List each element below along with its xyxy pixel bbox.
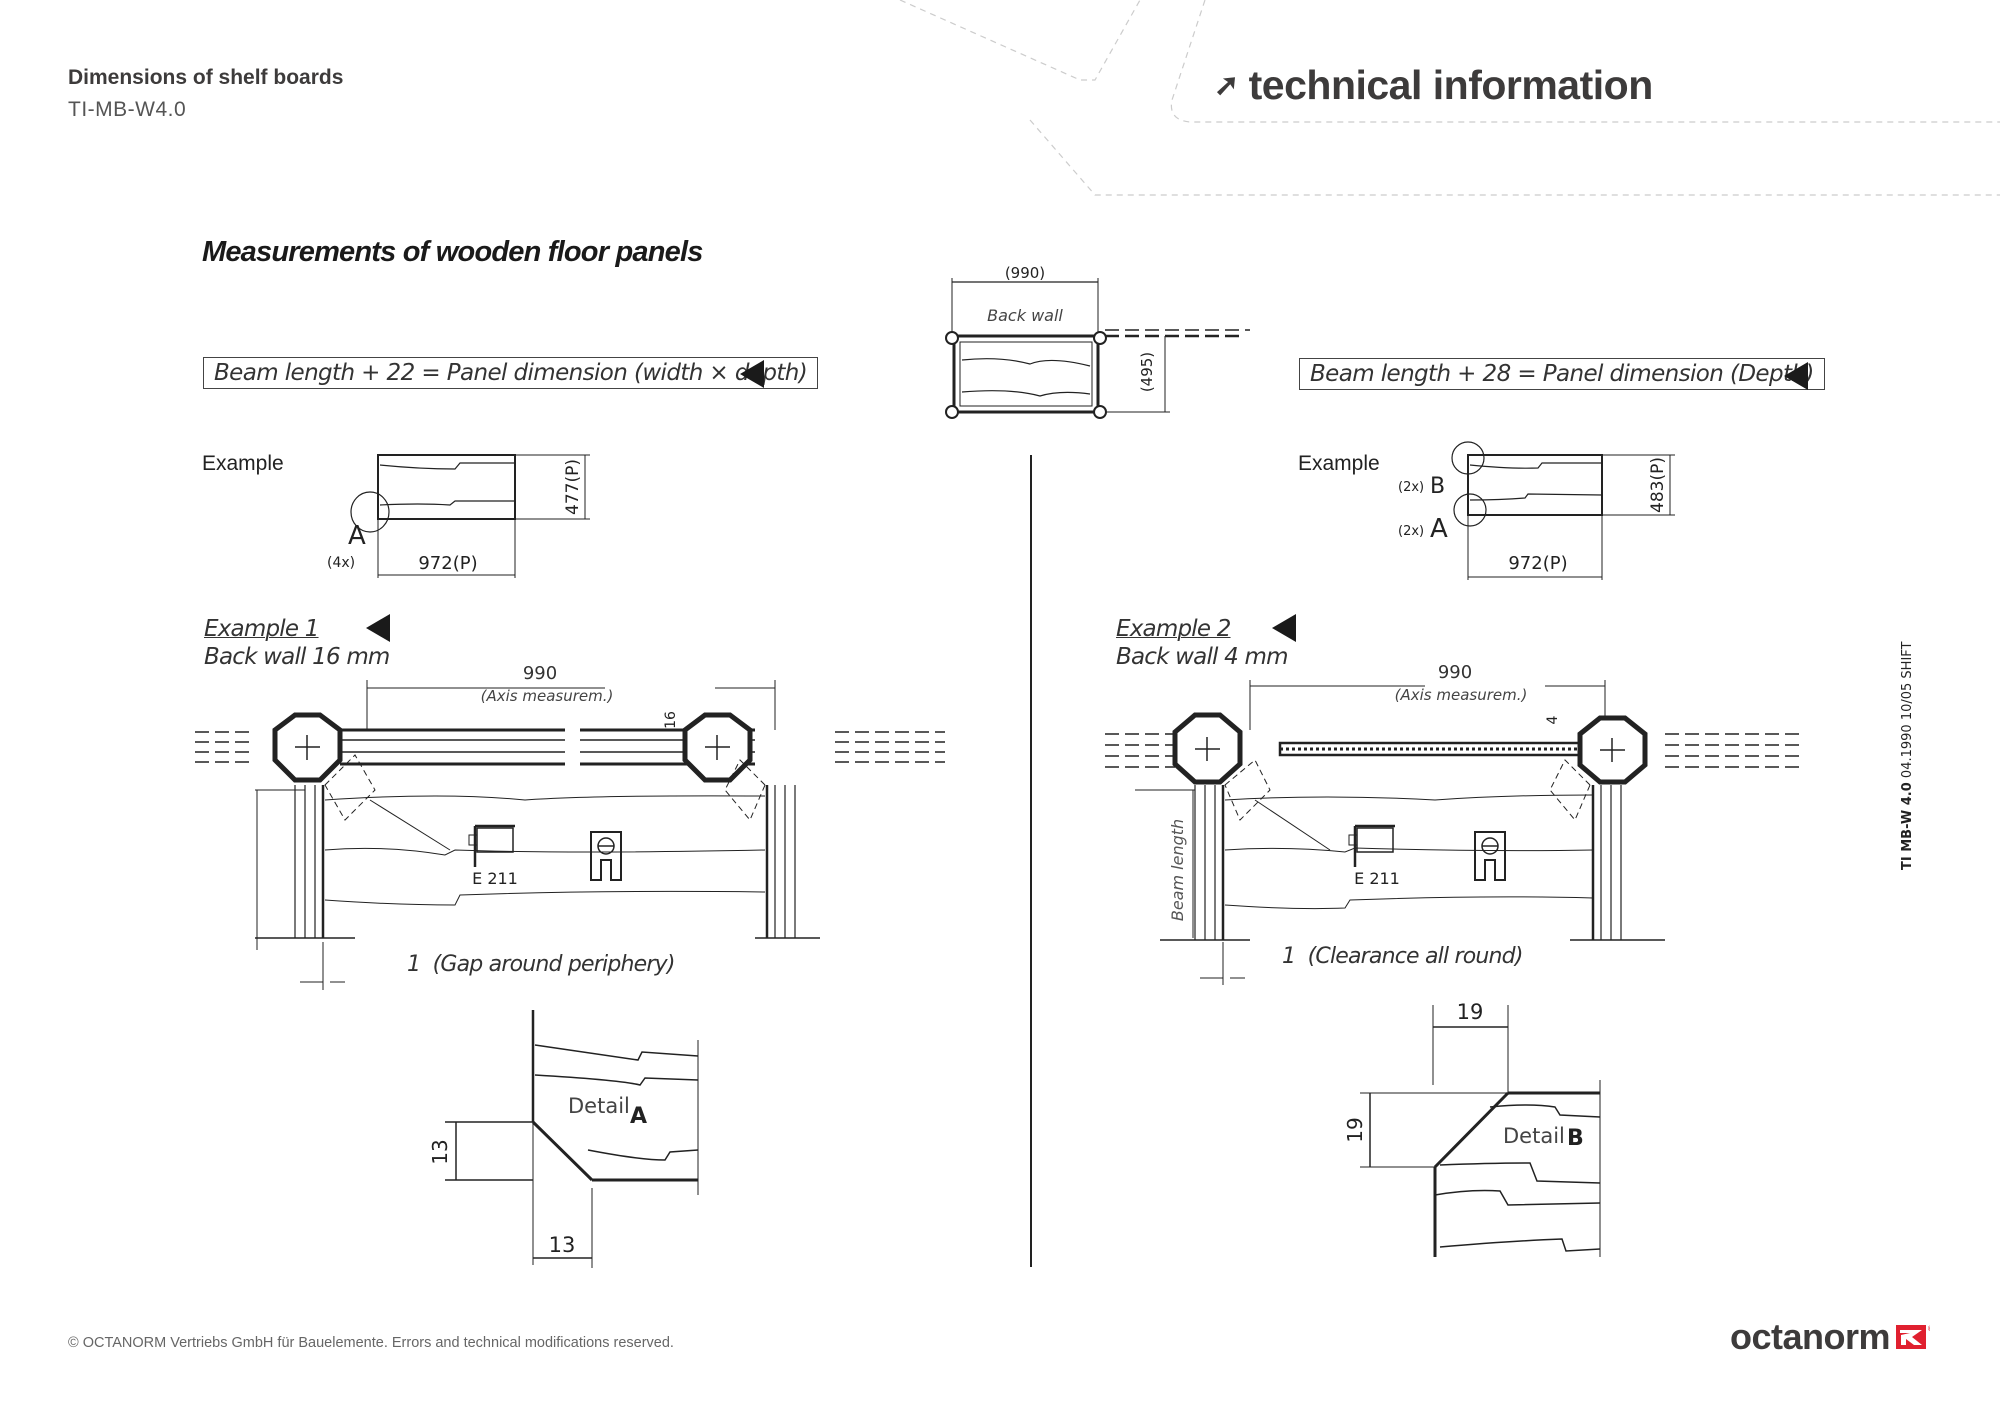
detail-a-label: Detail (568, 1094, 630, 1118)
axis-dimension: 990 (1438, 662, 1472, 683)
panel-depth-dim: 483(P) (1648, 457, 1668, 513)
arrow-up-right-icon: ➚ (1214, 69, 1239, 102)
document-revision-note: TI MB-W 4.0 04.1990 10/05 SHIFT (1900, 642, 1915, 870)
example-1-subtitle: Back wall 16 mm (204, 644, 390, 670)
corner-a-label: A (1430, 514, 1448, 544)
brand-name: octanorm (1730, 1316, 1891, 1357)
panel-width-dim: 972(P) (1508, 553, 1567, 574)
back-wall-depth: (495) (1138, 352, 1156, 392)
corner-count: (4x) (327, 555, 355, 571)
clearance-note-text: (Clearance all round) (1307, 944, 1524, 969)
panel-width-dim: 972(P) (418, 553, 477, 574)
pointer-triangle-icon (740, 360, 764, 388)
gap-value: 1 (407, 952, 421, 977)
detail-a-vertical-dim: 13 (428, 1139, 452, 1164)
example-2-title: Example 2 (1116, 616, 1231, 642)
detail-a-horizontal-dim: 13 (549, 1233, 576, 1257)
assembly-drawing-right: 990 (Axis measurem.) 4 Beam length E 211 (1105, 662, 1805, 985)
panel-example-left: 477(P) 972(P) A (4x) (327, 454, 590, 578)
page-title: Measurements of wooden floor panels (202, 236, 703, 268)
example-2-heading: Example 2 Back wall 4 mm (1116, 615, 1289, 671)
back-wall-width: (990) (1005, 264, 1045, 282)
section-label: ➚ technical information (1214, 62, 1653, 109)
svg-text:®: ® (1927, 1325, 1930, 1333)
octanorm-mark-icon: ® (1896, 1325, 1930, 1349)
clearance-value: 1 (1282, 944, 1296, 969)
example-label: Example (202, 452, 284, 475)
corner-b-label: B (1430, 474, 1445, 499)
wall-thickness-dim: 16 (663, 711, 679, 729)
corner-a-count: (2x) (1398, 524, 1424, 539)
back-wall-diagram: (990) Back wall (495) (945, 264, 1250, 419)
pointer-triangle-icon (1272, 614, 1296, 642)
footer-copyright: © OCTANORM Vertriebs GmbH für Bauelement… (68, 1335, 674, 1351)
gap-note-text: (Gap around periphery) (432, 952, 676, 977)
back-wall-label: Back wall (987, 306, 1063, 325)
section-label-text: technical information (1248, 62, 1654, 108)
document-title: Dimensions of shelf boards (68, 66, 344, 89)
revision-code: TI MB-W 4.0 (1900, 782, 1915, 870)
axis-note: (Axis measurem.) (1395, 686, 1528, 704)
pointer-triangle-icon (366, 614, 390, 642)
corner-label: A (348, 521, 366, 551)
panel-depth-dim: 477(P) (563, 459, 583, 515)
header-decoration (899, 0, 2000, 196)
part-label: E 211 (472, 869, 518, 888)
beam-length-label: Beam length (1168, 819, 1187, 921)
assembly-drawing-left: 990 (Axis measurem.) 16 E 211 (195, 663, 945, 990)
part-label: E 211 (1354, 869, 1400, 888)
detail-a-drawing: Detail A 13 13 (428, 1010, 699, 1268)
axis-dimension: 990 (523, 663, 557, 684)
example-1-heading: Example 1 Back wall 16 mm (204, 615, 390, 671)
pointer-triangle-icon (1784, 362, 1808, 390)
detail-b-vertical-dim: 19 (1343, 1117, 1367, 1142)
wall-thickness-dim: 4 (1545, 715, 1561, 724)
revision-info: 04.1990 10/05 SHIFT (1900, 641, 1915, 783)
corner-b-count: (2x) (1398, 480, 1424, 495)
detail-a-letter: A (630, 1104, 647, 1129)
gap-note: 1 (Gap around periphery) (407, 952, 675, 977)
detail-b-letter: B (1567, 1126, 1584, 1151)
octanorm-logo: octanorm ® (1730, 1316, 1930, 1358)
detail-b-horizontal-dim: 19 (1457, 1000, 1484, 1024)
example-1-title: Example 1 (204, 616, 319, 642)
clearance-note: 1 (Clearance all round) (1282, 944, 1523, 969)
detail-b-label: Detail (1503, 1124, 1565, 1148)
formula-depth: Beam length + 28 = Panel dimension (Dept… (1299, 358, 1825, 390)
detail-b-drawing: 19 19 Detail B (1343, 1000, 1601, 1257)
formula-width-depth: Beam length + 22 = Panel dimension (widt… (203, 357, 819, 389)
column-divider (1030, 455, 1032, 1267)
example-2-subtitle: Back wall 4 mm (1116, 644, 1289, 670)
document-code: TI-MB-W4.0 (68, 98, 187, 121)
example-label: Example (1298, 452, 1380, 475)
axis-note: (Axis measurem.) (481, 687, 614, 705)
panel-example-right: 483(P) 972(P) (2x) B (2x) A (1398, 441, 1675, 580)
